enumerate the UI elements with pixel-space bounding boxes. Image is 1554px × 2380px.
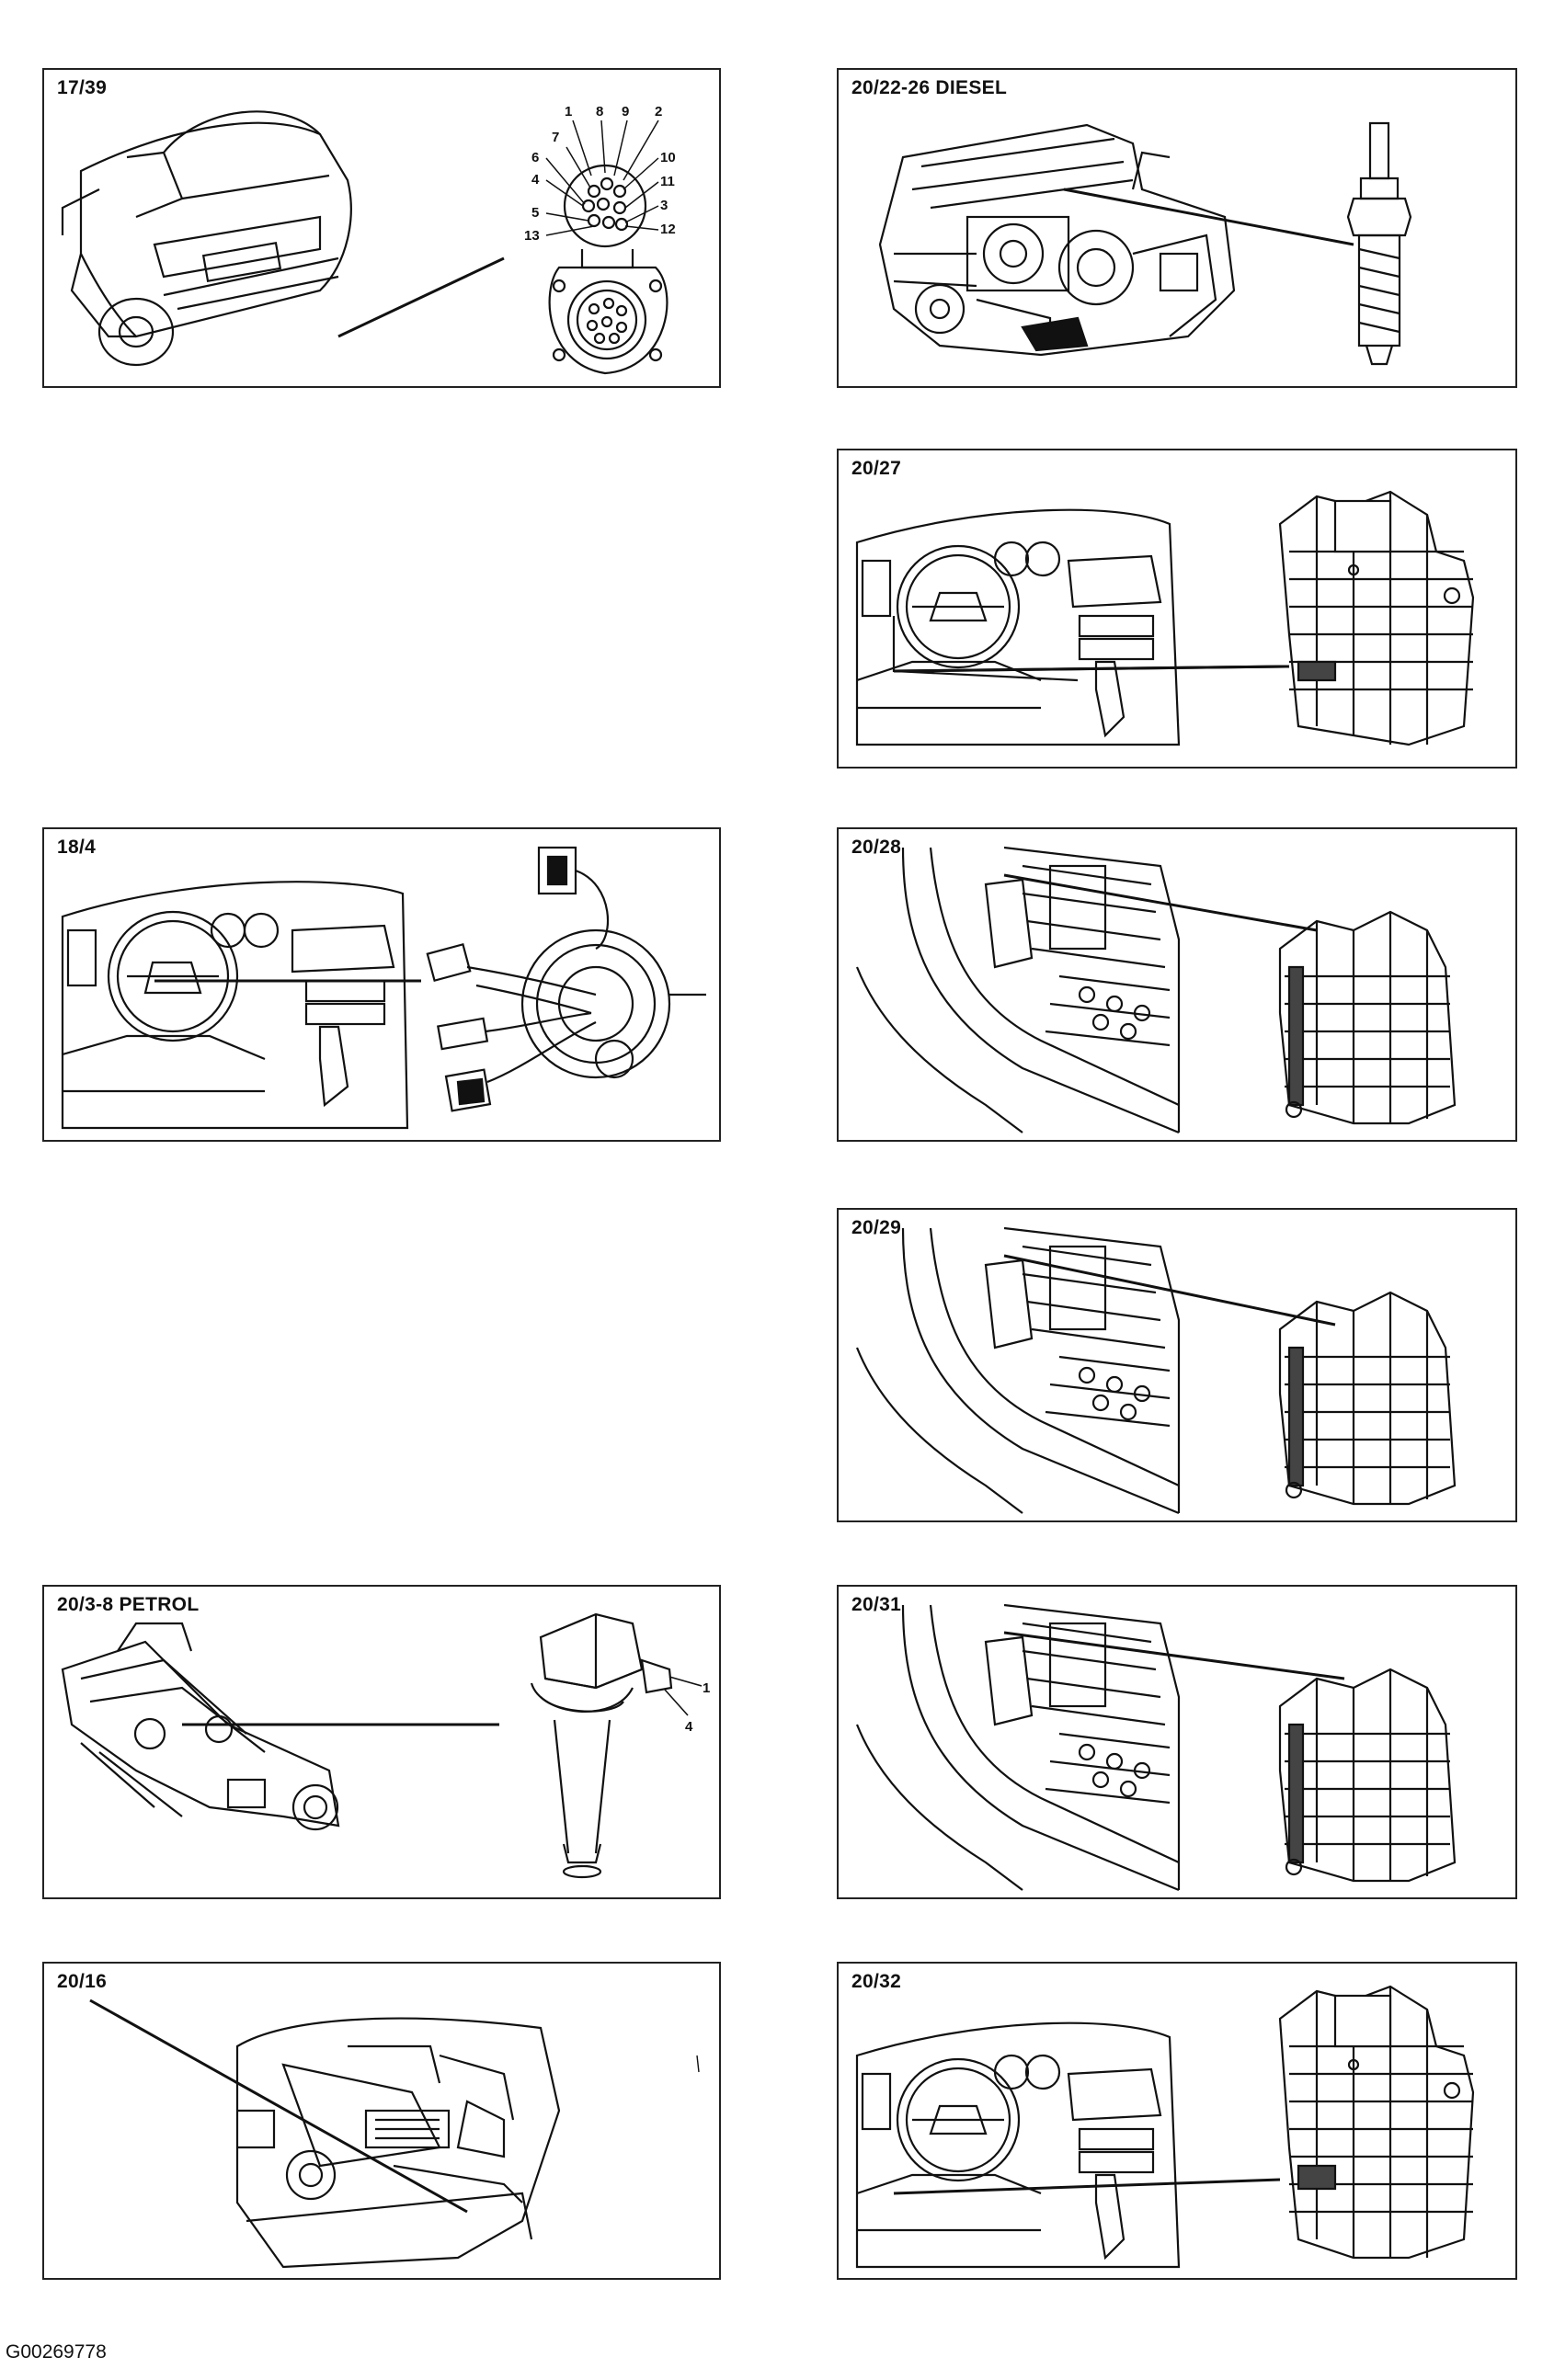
panel-20-16: 20/16 xyxy=(42,1962,721,2280)
panel-label: 20/27 xyxy=(851,458,902,479)
pin-label-1: 1 xyxy=(703,1680,710,1696)
pin-label-4: 4 xyxy=(531,172,540,188)
petrol-engine-ignition-coil-illustration: 1 4 xyxy=(61,1612,710,1879)
panel-label: 17/39 xyxy=(57,77,108,98)
cargo-area-relay-box-illustration xyxy=(855,1226,1457,1515)
pin-label-6: 6 xyxy=(531,150,539,165)
cargo-area-relay-box-illustration xyxy=(855,1603,1457,1892)
panel-20-28: 20/28 xyxy=(837,827,1517,1142)
panel-label: 20/16 xyxy=(57,1971,108,1992)
panel-20-31: 20/31 xyxy=(837,1585,1517,1899)
pin-label-11: 11 xyxy=(660,174,675,189)
cargo-area-relay-box-illustration xyxy=(855,846,1457,1134)
pin-label-2: 2 xyxy=(655,104,662,120)
dashboard-steering-contact-reel-illustration xyxy=(61,846,706,1130)
panel-label: 18/4 xyxy=(57,837,97,858)
pin-label-3: 3 xyxy=(660,198,668,213)
panel-20-22-26: 20/22-26 DIESEL xyxy=(837,68,1517,388)
panel-20-3-8: 20/3-8 PETROL 1 4 xyxy=(42,1585,721,1899)
panel-20-27: 20/27 xyxy=(837,449,1517,769)
pin-label-13: 13 xyxy=(524,228,540,244)
panel-label: 20/32 xyxy=(851,1971,902,1992)
panel-20-32: 20/32 xyxy=(837,1962,1517,2280)
panel-label: 20/29 xyxy=(851,1217,902,1238)
pin-label-4: 4 xyxy=(685,1719,693,1735)
panel-label: 20/28 xyxy=(851,837,902,858)
pin-label-12: 12 xyxy=(660,222,676,237)
dashboard-relay-box-illustration xyxy=(855,490,1475,746)
panel-17-39: 17/39 xyxy=(42,68,721,388)
panel-label: 20/3-8 PETROL xyxy=(57,1594,200,1615)
car-rear-trailer-socket-illustration: 1 8 9 2 7 6 4 5 13 10 11 3 12 xyxy=(61,104,676,375)
pin-label-8: 8 xyxy=(596,104,603,120)
pin-label-1: 1 xyxy=(565,104,572,120)
panel-20-29: 20/29 xyxy=(837,1208,1517,1522)
pin-label-7: 7 xyxy=(552,130,559,145)
dashboard-relay-box-illustration xyxy=(855,1985,1475,2269)
figure-code: G00269778 xyxy=(6,2341,107,2363)
engine-bay-relay-illustration xyxy=(89,1999,700,2269)
panel-label: 20/22-26 DIESEL xyxy=(851,77,1008,98)
pin-label-9: 9 xyxy=(622,104,629,120)
diesel-engine-sensor-illustration xyxy=(878,121,1412,366)
pin-label-5: 5 xyxy=(531,205,539,221)
panel-label: 20/31 xyxy=(851,1594,902,1615)
pin-label-10: 10 xyxy=(660,150,676,165)
panel-18-4: 18/4 xyxy=(42,827,721,1142)
